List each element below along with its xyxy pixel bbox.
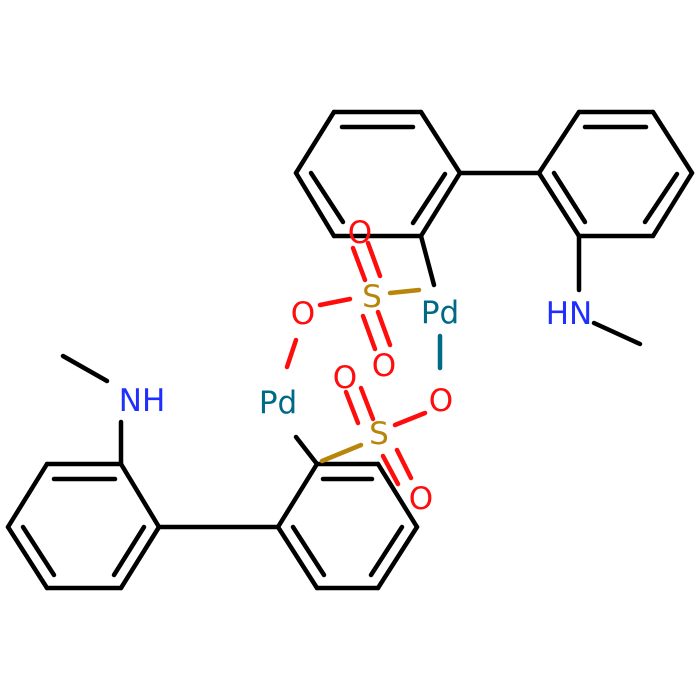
- bond-s-ring-bottom: [319, 442, 364, 464]
- bond-n-methyl-top: [591, 320, 643, 347]
- bond-s-o-bottom-down-b: [394, 447, 414, 481]
- sulfur-atom-bottom: S: [369, 416, 389, 452]
- bond-c-pd-bottom: [293, 434, 320, 467]
- bond-c-pd-top: [418, 233, 437, 288]
- oxygen-atom-top-down: O: [372, 348, 396, 384]
- bottom-right-benzene-ring: [275, 461, 420, 591]
- bond-n-methyl-bottom: [60, 353, 110, 384]
- palladium-atom-bottom: Pd: [259, 385, 297, 421]
- bond-s-o-bottom-down-a: [380, 453, 401, 487]
- oxygen-atom-bottom-down: O: [409, 481, 433, 517]
- bond-s-o-bottom-up-a: [343, 389, 361, 426]
- nh-group-bottom: NH: [119, 383, 166, 419]
- nh-group-top: HN: [546, 296, 593, 332]
- bottom-left-benzene-ring: [5, 461, 281, 591]
- oxygen-atom-bottom-right: O: [429, 383, 453, 419]
- palladium-atom-top: Pd: [421, 295, 459, 331]
- bond-s-o-top-up-b: [365, 240, 383, 279]
- top-left-benzene-ring: [293, 109, 463, 239]
- bond-s-o-bottom-right: [392, 410, 428, 428]
- bond-s-o-top-left: [317, 296, 353, 308]
- oxygen-atom-top-left: O: [291, 296, 315, 332]
- bond-s-o-top-down-b: [375, 309, 393, 348]
- bond-s-o-top-up-a: [350, 245, 368, 283]
- bond-o-pd-bottom: [284, 337, 299, 370]
- bond-s-o-top-down-a: [360, 313, 378, 352]
- top-right-benzene-ring: [457, 109, 695, 239]
- oxygen-atom-top-up: O: [348, 215, 372, 251]
- oxygen-atom-bottom-up: O: [333, 360, 357, 396]
- sulfur-atom-top: S: [362, 279, 382, 315]
- bond-s-o-bottom-up-b: [358, 385, 376, 422]
- bond-s-ring-top: [387, 287, 422, 296]
